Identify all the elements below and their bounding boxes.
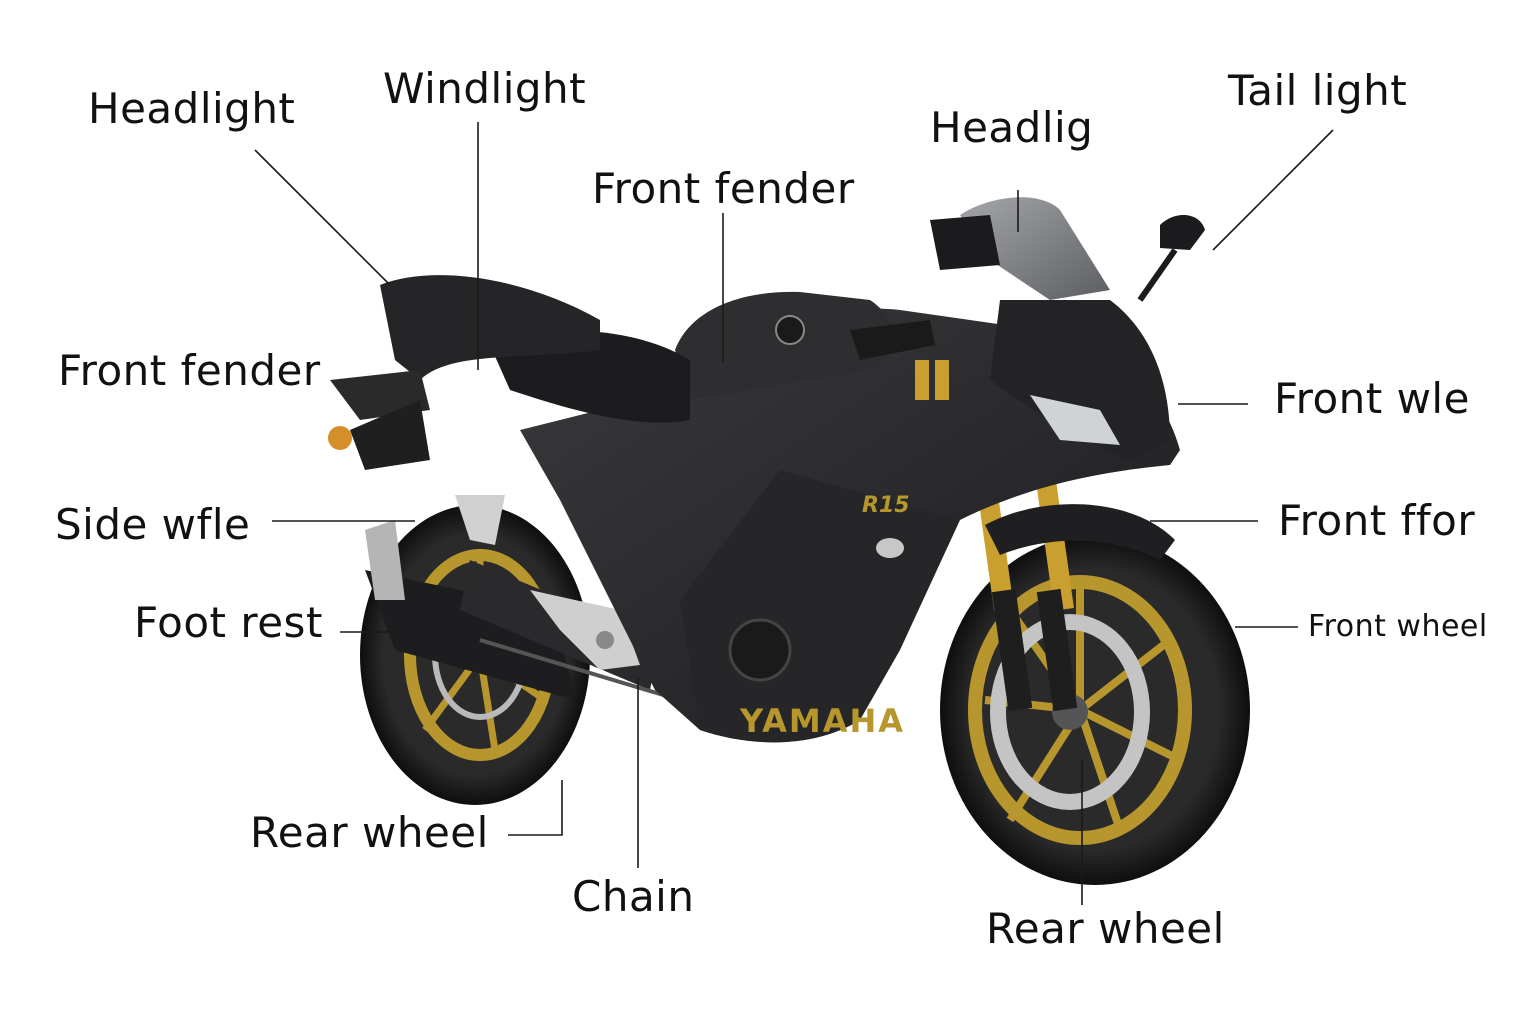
chain-graphic: [479, 638, 681, 702]
label-windlight: Windlight: [383, 64, 587, 113]
label-chain: Chain: [572, 872, 695, 921]
label-rear-wheel-left: Rear wheel: [250, 808, 489, 857]
front-disc: [990, 614, 1150, 810]
front-nose-graphic: [990, 300, 1170, 460]
exhaust-tip: [365, 520, 405, 600]
label-front-ffor: Front ffor: [1278, 496, 1476, 545]
front-fender-graphic: [985, 504, 1175, 560]
label-tail-light: Tail light: [1228, 66, 1408, 115]
leader-rear-wheel-left: [508, 780, 563, 836]
front-indicator: [876, 538, 904, 558]
label-front-wheel: Front wheel: [1308, 609, 1488, 644]
exhaust-graphic: [365, 570, 575, 700]
tail-section-graphic: [380, 275, 600, 380]
foot-rest-graphic: [455, 495, 640, 670]
yamaha-wordmark: YAMAHA: [739, 702, 905, 740]
model-badge: R15: [862, 493, 910, 518]
label-front-fender-top: Front fender: [592, 164, 855, 213]
leader-tail-light: [1212, 129, 1334, 251]
label-headlig: Headlig: [930, 103, 1094, 152]
mirror-graphic: [930, 214, 1205, 302]
leader-headlight-left: [254, 149, 391, 286]
label-foot-rest: Foot rest: [134, 598, 323, 647]
label-front-wle: Front wle: [1274, 374, 1470, 423]
windscreen-graphic: [960, 197, 1110, 300]
rear-indicator: [328, 426, 352, 450]
label-front-fender-left: Front fender: [58, 346, 321, 395]
label-headlight-left: Headlight: [88, 84, 296, 133]
label-side-wfle: Side wfle: [55, 500, 251, 549]
fuel-tank-graphic: [675, 291, 893, 400]
headlamp-graphic: [1030, 395, 1120, 445]
label-rear-wheel-bottom: Rear wheel: [986, 904, 1225, 953]
engine-cover: [728, 618, 792, 682]
